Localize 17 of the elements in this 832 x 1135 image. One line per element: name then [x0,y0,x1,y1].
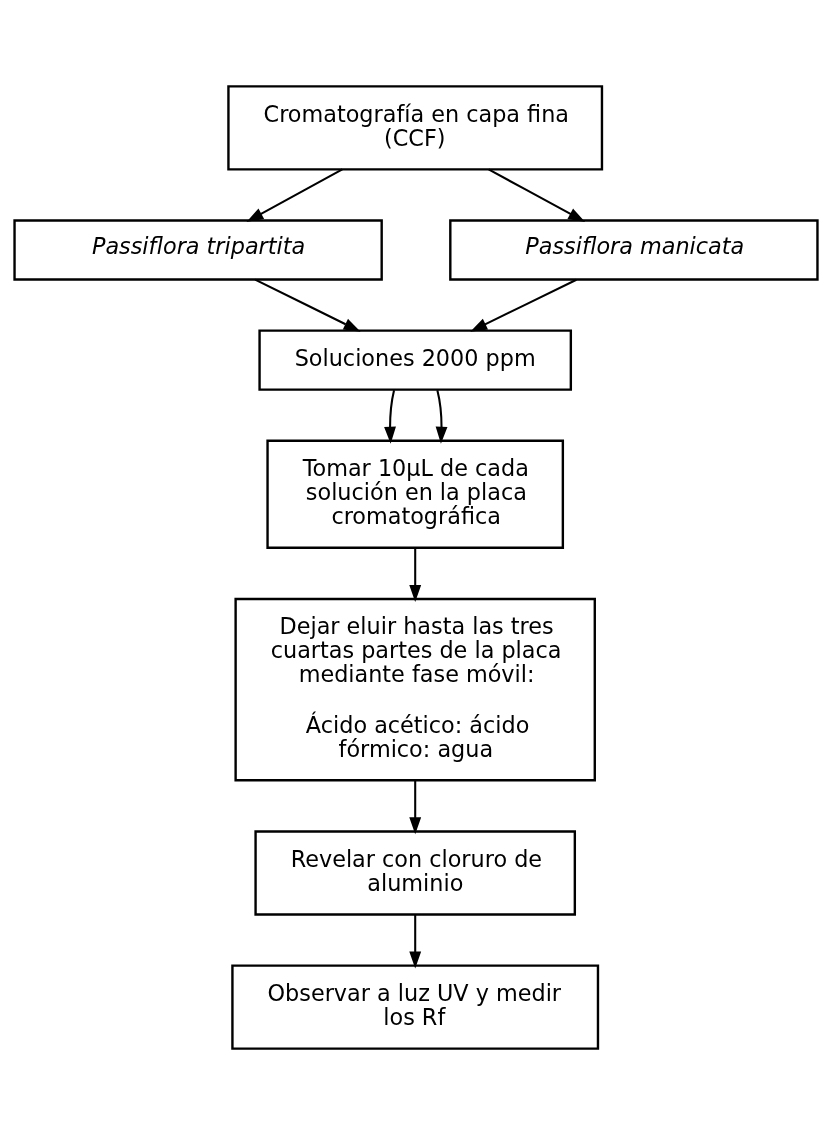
arrow [488,168,586,222]
arrow [435,389,448,444]
node-box: Revelar con cloruro de aluminio [254,830,577,916]
arrow [470,278,577,332]
arrow [409,914,422,969]
node-box: Cromatografía en capa fina (CCF) [227,85,604,171]
arrow [246,168,343,222]
arrow [409,547,422,603]
arrow [254,278,361,332]
node-box: Passiflora tripartita [13,219,383,281]
arrow [384,389,396,444]
node-box: Passiflora manicata [449,219,819,281]
node-box: Tomar 10µL de cada solución en la placa cromatográfica [266,439,565,549]
node-box: Observar a luz UV y medir los Rf [231,964,600,1050]
arrow [409,780,422,835]
node-box: Dejar eluir hasta las tres cuartas partes de la placa mediante fase móvil: Ácido acético: ácido fórmico: agua [234,597,596,782]
node-box: Soluciones 2000 ppm [258,329,573,391]
